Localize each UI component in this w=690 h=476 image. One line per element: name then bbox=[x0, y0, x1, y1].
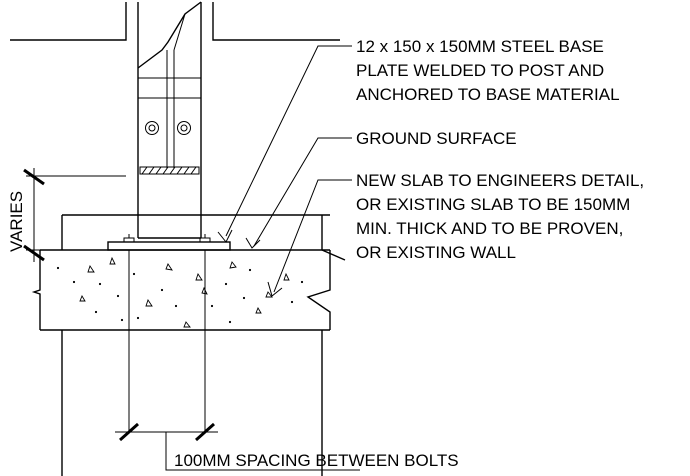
leader-base-plate bbox=[217, 45, 352, 243]
base-plate-label-line: PLATE WELDED TO POST AND bbox=[356, 61, 604, 80]
new-slab-label-line: OR EXISTING SLAB TO BE 150MM bbox=[356, 195, 630, 214]
new-slab-label: NEW SLAB TO ENGINEERS DETAIL, OR EXISTIN… bbox=[356, 171, 649, 262]
base-plate-label-line: ANCHORED TO BASE MATERIAL bbox=[356, 85, 620, 104]
new-slab-label-line: OR EXISTING WALL bbox=[356, 243, 516, 262]
leader-new-slab bbox=[267, 179, 352, 297]
base-plate-label-line: 12 x 150 x 150MM STEEL BASE bbox=[356, 37, 604, 56]
base-plate-label: 12 x 150 x 150MM STEEL BASE PLATE WELDED… bbox=[356, 37, 620, 104]
weld-hatch bbox=[139, 166, 200, 175]
new-slab-label-line: NEW SLAB TO ENGINEERS DETAIL, bbox=[356, 171, 644, 190]
post-bolts bbox=[145, 121, 191, 135]
upper-wall bbox=[10, 2, 340, 41]
steel-post bbox=[137, 1, 202, 238]
bolt-head-icon bbox=[145, 121, 159, 135]
base-plate bbox=[107, 234, 231, 251]
ground-surface-label: GROUND SURFACE bbox=[356, 129, 517, 148]
bolt-spacing-dimension bbox=[115, 422, 360, 471]
leader-ground-surface bbox=[245, 137, 352, 249]
bolt-head-icon bbox=[177, 121, 191, 135]
concrete-slab bbox=[31, 214, 346, 476]
new-slab-label-line: MIN. THICK AND TO BE PROVEN, bbox=[356, 219, 623, 238]
anchor-bolt-lines bbox=[128, 250, 206, 432]
bolt-spacing-label: 100MM SPACING BETWEEN BOLTS bbox=[174, 451, 459, 470]
varies-label: VARIES bbox=[7, 191, 26, 252]
varies-dimension bbox=[23, 168, 126, 262]
slab-aggregate bbox=[56, 256, 304, 328]
